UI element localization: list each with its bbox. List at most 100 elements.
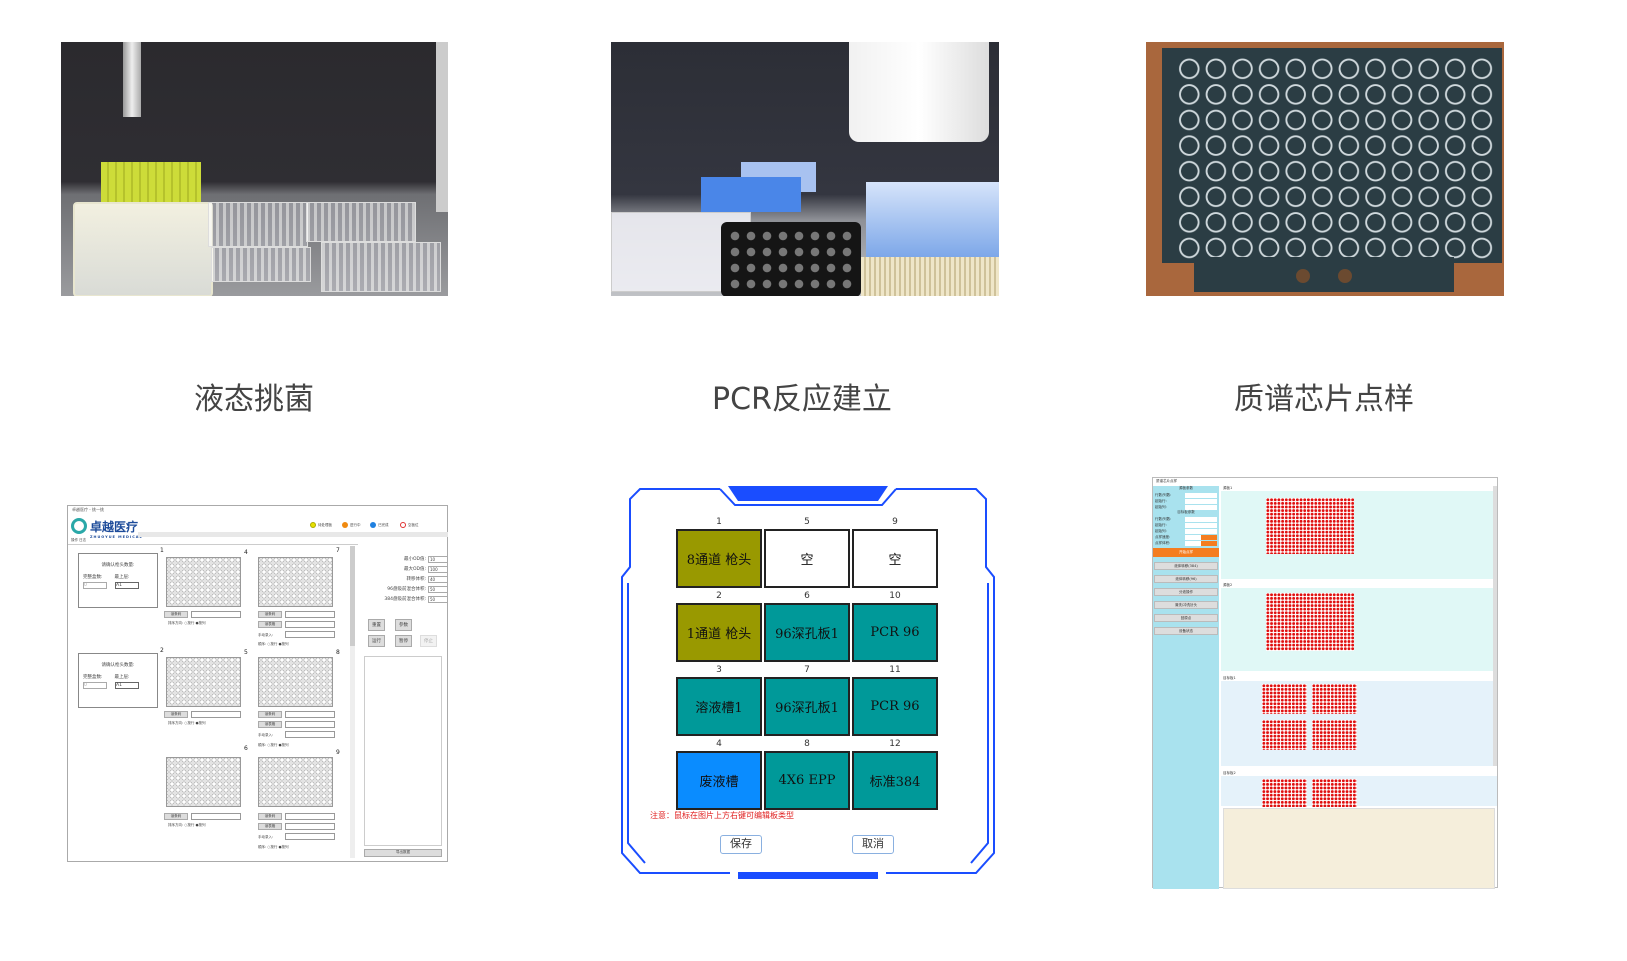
tab-operate[interactable]: 操作 xyxy=(71,538,78,542)
tab-bar[interactable]: 操作 日志 xyxy=(71,538,86,543)
manual-entry-input[interactable] xyxy=(285,631,335,638)
chip-grid[interactable] xyxy=(1262,684,1307,714)
read-table-button[interactable]: 读表格 xyxy=(258,721,282,728)
transfer-96-button[interactable]: 液体转移(96) xyxy=(1154,575,1218,583)
vertical-scrollbar[interactable] xyxy=(350,546,355,858)
full-boxes-input[interactable]: 0 xyxy=(83,582,107,589)
barcode-input[interactable] xyxy=(191,711,241,718)
read-table-button[interactable]: 读表格 xyxy=(258,823,282,830)
read-barcode-button[interactable]: 读条码 xyxy=(164,611,188,618)
deck-position-1[interactable]: 8通道 枪头 xyxy=(676,529,762,588)
source-rows-input[interactable] xyxy=(1185,492,1217,498)
source-start-col-input[interactable] xyxy=(1185,504,1217,510)
chip-grid[interactable] xyxy=(1262,779,1307,807)
deck-position-11[interactable]: PCR 96 xyxy=(852,677,938,736)
mix96-input[interactable]: 50 xyxy=(428,585,448,593)
save-button[interactable]: 保存 xyxy=(720,835,762,854)
plate-96-pos8[interactable] xyxy=(258,657,333,707)
manual-entry-input[interactable] xyxy=(285,833,335,840)
export-data-button[interactable]: 导出数据 xyxy=(364,849,442,857)
max-od-input[interactable]: 100 xyxy=(428,565,448,573)
legend-empty: 空板位 xyxy=(400,522,419,528)
wash-button[interactable]: 清洗/冲洗针头 xyxy=(1154,601,1218,609)
plate-96-pos9[interactable] xyxy=(258,757,333,807)
params-panel: 最小OD值:10 最大OD值:100 转移体积:40 96盘吸前混合体积:50 … xyxy=(360,546,448,861)
set-volume-button[interactable] xyxy=(1201,540,1217,546)
read-table-button[interactable]: 读表格 xyxy=(258,621,282,628)
volume-input[interactable] xyxy=(1185,540,1201,546)
deck-position-7[interactable]: 96深孔板1 xyxy=(764,677,850,736)
barcode-input[interactable] xyxy=(285,711,335,718)
table-input[interactable] xyxy=(285,721,335,728)
stop-button[interactable]: 停止 xyxy=(420,635,437,647)
min-od-input[interactable]: 10 xyxy=(428,555,448,563)
plate-96-pos7[interactable] xyxy=(258,557,333,607)
cancel-button[interactable]: 取消 xyxy=(852,835,894,854)
manual-entry-input[interactable] xyxy=(285,731,335,738)
deck-position-10[interactable]: PCR 96 xyxy=(852,603,938,662)
start-spotting-button[interactable]: 开始点样 xyxy=(1153,548,1219,557)
chip-grid[interactable] xyxy=(1312,684,1357,714)
barcode-input[interactable] xyxy=(285,611,335,618)
status-button[interactable]: 设备状态 xyxy=(1154,627,1218,635)
deck-position-5[interactable]: 空 xyxy=(764,529,850,588)
target-start-row-input[interactable] xyxy=(1185,522,1217,528)
read-barcode-button[interactable]: 读条码 xyxy=(258,813,282,820)
tab-log[interactable]: 日志 xyxy=(79,538,87,542)
deck-position-8[interactable]: 4X6 EPP xyxy=(764,751,850,810)
log-area xyxy=(364,656,442,846)
plate-384-grid[interactable] xyxy=(1266,498,1354,554)
barcode-input[interactable] xyxy=(191,611,241,618)
read-barcode-button[interactable]: 读条码 xyxy=(258,711,282,718)
chip-hole xyxy=(1296,269,1310,283)
plate-96-pos4[interactable] xyxy=(166,557,241,607)
top-layer-input[interactable]: A1 xyxy=(115,682,139,689)
reset-button[interactable]: 重置 xyxy=(368,619,385,631)
plate-96-pos5[interactable] xyxy=(166,657,241,707)
chip-grid[interactable] xyxy=(1312,779,1357,807)
chip-grid[interactable] xyxy=(1262,720,1307,750)
speed-select[interactable] xyxy=(1185,534,1201,540)
read-barcode-button[interactable]: 读条码 xyxy=(164,813,188,820)
target-rows-input[interactable] xyxy=(1185,516,1217,522)
photo-ms-chip xyxy=(1146,42,1504,296)
manual-entry-label: 手动录入: xyxy=(258,835,274,839)
position-number: 6 xyxy=(244,745,248,752)
param-min-od: 最小OD值:10 xyxy=(360,554,448,564)
target-start-col-input[interactable] xyxy=(1185,528,1217,534)
barcode-input[interactable] xyxy=(285,813,335,820)
deck-position-6[interactable]: 96深孔板1 xyxy=(764,603,850,662)
table-input[interactable] xyxy=(285,823,335,830)
deck-position-4[interactable]: 废液槽 xyxy=(676,751,762,810)
blue-dot-icon xyxy=(370,522,376,528)
params-button[interactable]: 参数 xyxy=(395,619,412,631)
home-button[interactable]: 回原点 xyxy=(1154,614,1218,622)
barcode-input[interactable] xyxy=(191,813,241,820)
deck-position-3[interactable]: 溶液槽1 xyxy=(676,677,762,736)
mix384-input[interactable]: 50 xyxy=(428,595,448,603)
source-start-row-input[interactable] xyxy=(1185,498,1217,504)
position-number: 8 xyxy=(336,649,340,656)
read-barcode-button[interactable]: 读条码 xyxy=(258,611,282,618)
frame-rail xyxy=(436,42,448,212)
full-boxes-input[interactable]: 0 xyxy=(83,682,107,689)
set-speed-button[interactable] xyxy=(1201,534,1217,540)
pause-button[interactable]: 暂停 xyxy=(395,635,412,647)
window-title: 质谱芯片点样 xyxy=(1156,479,1177,483)
transfer-384-button[interactable]: 液体转移(384) xyxy=(1154,562,1218,570)
dispense-button[interactable]: 分液操作 xyxy=(1154,588,1218,596)
deck-position-9[interactable]: 空 xyxy=(852,529,938,588)
plate-384-grid[interactable] xyxy=(1266,593,1354,651)
table-input[interactable] xyxy=(285,621,335,628)
run-button[interactable]: 运行 xyxy=(368,635,385,647)
deck-position-2[interactable]: 1通道 枪头 xyxy=(676,603,762,662)
target-plate-1-section: 目标板1 xyxy=(1221,676,1497,766)
plate-96-pos6[interactable] xyxy=(166,757,241,807)
top-layer-input[interactable]: A1 xyxy=(115,582,139,589)
transfer-volume-input[interactable]: 40 xyxy=(428,575,448,583)
chip-grid[interactable] xyxy=(1312,720,1357,750)
read-barcode-button[interactable]: 读条码 xyxy=(164,711,188,718)
deck-position-12[interactable]: 标准384 xyxy=(852,751,938,810)
vertical-scrollbar[interactable] xyxy=(1493,486,1497,766)
